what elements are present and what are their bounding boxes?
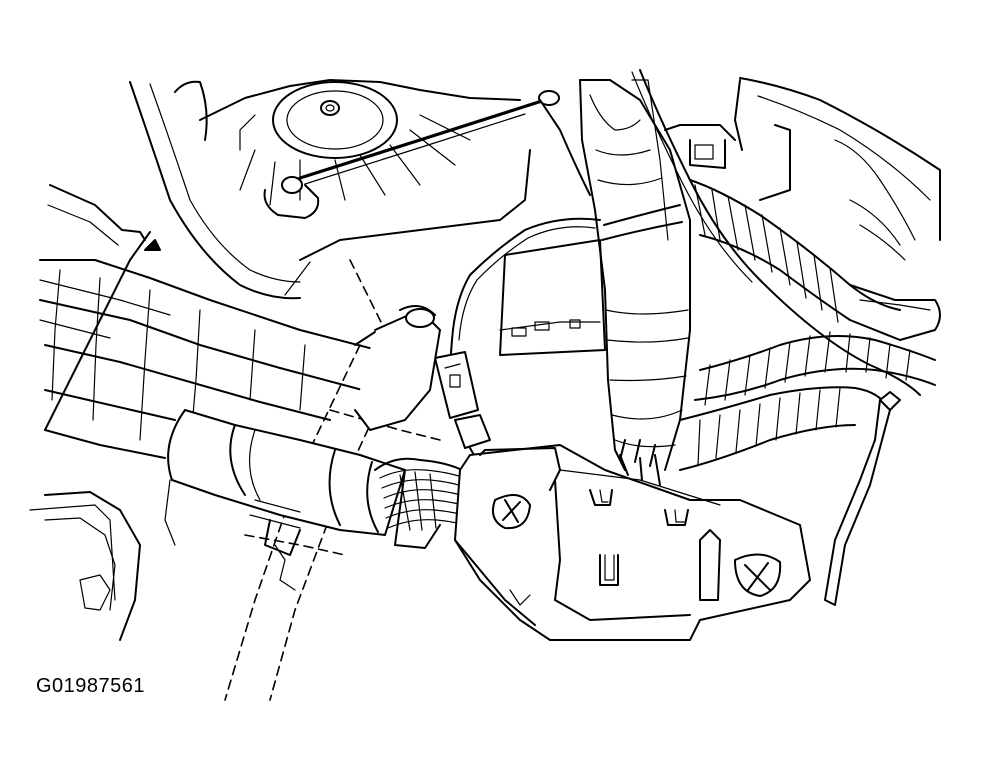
figure-id-label: G01987561 bbox=[36, 675, 146, 697]
control-rods bbox=[44, 90, 560, 431]
right-duct bbox=[664, 77, 941, 261]
floor-panel bbox=[39, 184, 386, 641]
small-plug-connector bbox=[434, 351, 491, 463]
vertical-harness bbox=[579, 79, 691, 486]
main-connector-bracket bbox=[454, 439, 811, 641]
control-module bbox=[499, 239, 606, 356]
aspirator-tube bbox=[354, 305, 441, 431]
corrugated-harness bbox=[679, 179, 941, 471]
blower-housing bbox=[129, 79, 531, 300]
ground-wire bbox=[631, 69, 921, 606]
lower-left-panel bbox=[29, 479, 176, 601]
harness-sleeve bbox=[167, 409, 406, 591]
sensor-wire bbox=[449, 99, 601, 366]
